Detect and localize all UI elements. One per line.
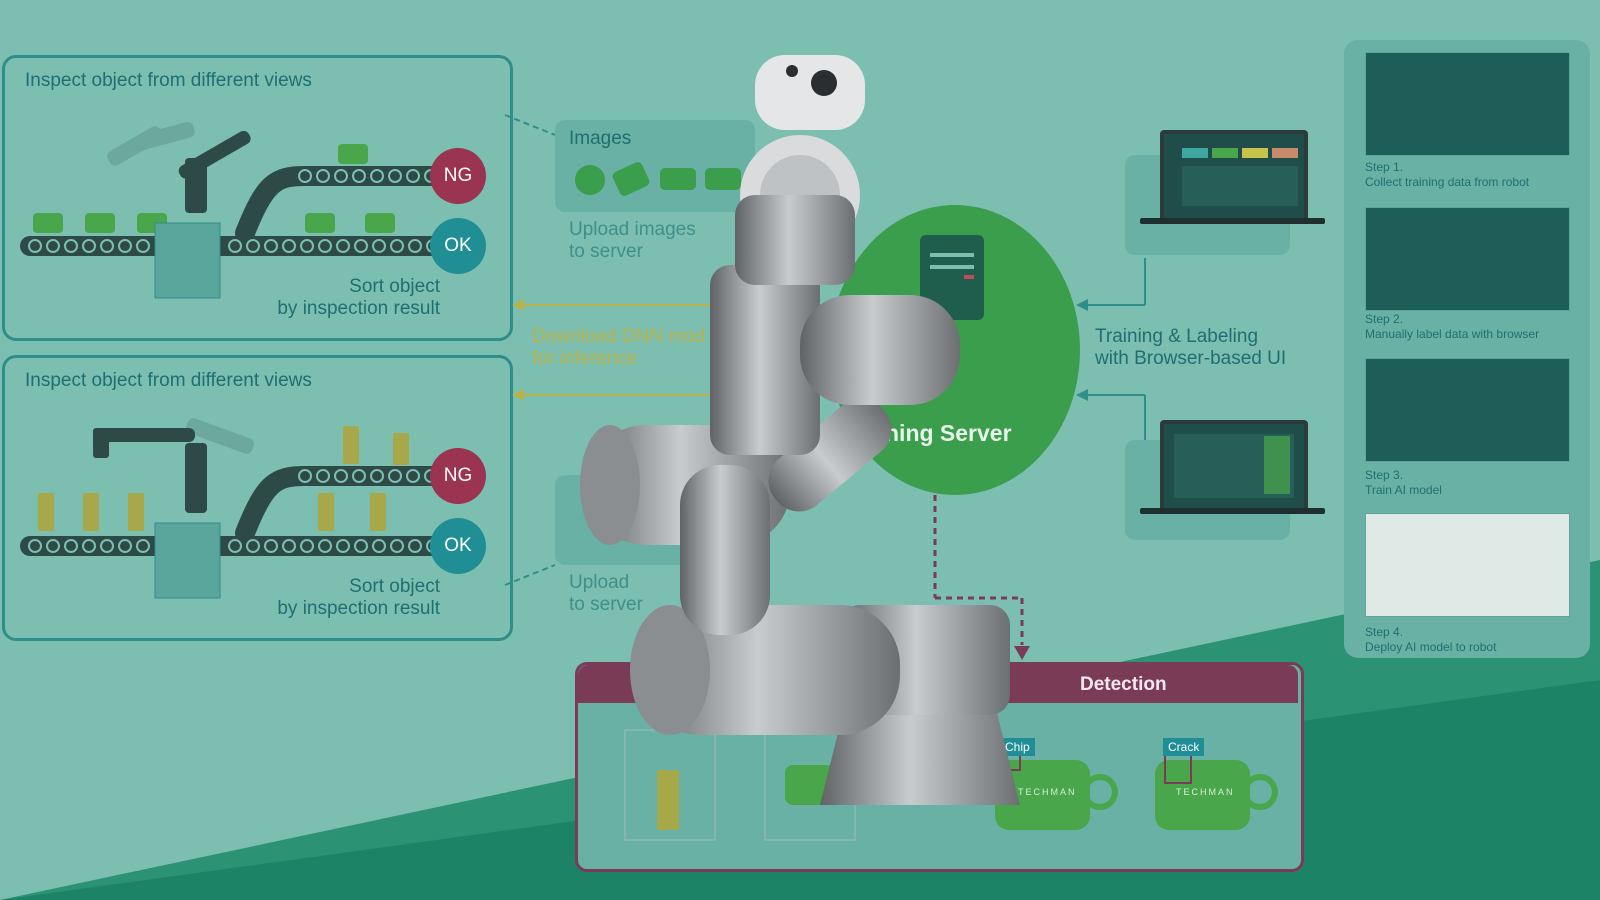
step-desc: Deploy AI model to robot [1365, 640, 1497, 654]
cup-brand-2: TECHMAN [1176, 787, 1235, 797]
inspection-panel-bottom: Inspect object from different views NG O… [2, 355, 513, 641]
dashboard-icon [1182, 148, 1298, 206]
step-4: Step 4. Deploy AI model to robot [1365, 625, 1496, 655]
sort-label-line1: Sort object [349, 576, 440, 597]
images-box: Images [555, 120, 755, 212]
step2-screenshot [1365, 207, 1570, 311]
step-title: Step 1. [1365, 160, 1404, 174]
upload-partial-line2: to server [569, 594, 643, 615]
upload-partial-line1: Upload [569, 572, 630, 593]
sort-label: Sort object by inspection result [277, 576, 440, 620]
upload-label-partial: Upload to server [569, 572, 643, 616]
step3-screenshot [1365, 358, 1570, 462]
sort-label-line1: Sort object [349, 276, 440, 297]
download-line1: Download DNN mod [532, 326, 706, 347]
sort-label: Sort object by inspection result [277, 276, 440, 320]
ok-badge: OK [430, 218, 486, 274]
step-1: Step 1. Collect training data from robot [1365, 160, 1529, 190]
download-model-label: Download DNN mod for inference [532, 326, 705, 370]
step-title: Step 3. [1365, 468, 1404, 482]
ok-badge: OK [430, 518, 486, 574]
training-labeling-label: Training & Labeling with Browser-based U… [1095, 326, 1286, 370]
sort-label-line2: by inspection result [277, 298, 440, 319]
panel-title: Inspect object from different views [25, 370, 312, 391]
cup-brand-1: TECHMAN [1018, 787, 1077, 797]
chip-tag: Chip [1000, 738, 1035, 756]
step-desc: Train AI model [1365, 483, 1442, 497]
server-icon [920, 235, 984, 320]
training-line2: with Browser-based UI [1095, 348, 1287, 369]
step4-screenshot [1365, 513, 1570, 617]
upload-images-line2: to server [569, 241, 643, 262]
laptop-screen-top [1160, 130, 1308, 222]
step-3: Step 3. Train AI model [1365, 468, 1442, 498]
robot-arm-image [580, 55, 1020, 805]
download-line2: for inference [532, 348, 638, 369]
sort-label-line2: by inspection result [277, 598, 440, 619]
step-title: Step 4. [1365, 625, 1404, 639]
ng-badge: NG [430, 448, 486, 504]
ng-badge: NG [430, 148, 486, 204]
step-desc: Collect training data from robot [1365, 175, 1530, 189]
step-title: Step 2. [1365, 312, 1404, 326]
crack-tag: Crack [1163, 738, 1205, 756]
training-server-label: ning Server [885, 420, 1012, 446]
step-desc: Manually label data with browser [1365, 327, 1540, 341]
detection-title: Detection [1080, 674, 1167, 695]
laptop-screen-bottom [1160, 420, 1308, 512]
step1-screenshot [1365, 52, 1570, 156]
upload-images-line1: Upload images [569, 219, 696, 240]
upload-images-label: Upload images to server [569, 219, 696, 263]
panel-title: Inspect object from different views [25, 70, 312, 91]
image-thumbnails-icon [575, 162, 741, 196]
images-title: Images [569, 128, 632, 149]
inspection-panel-top: Inspect object from different views NG O… [2, 55, 513, 341]
conveyor-illustration [20, 121, 455, 299]
training-line1: Training & Labeling [1095, 326, 1259, 347]
laptop-base-top [1140, 218, 1325, 224]
step-2: Step 2. Manually label data with browser [1365, 312, 1539, 342]
laptop-base-bottom [1140, 508, 1325, 514]
table-icon [1174, 434, 1294, 498]
